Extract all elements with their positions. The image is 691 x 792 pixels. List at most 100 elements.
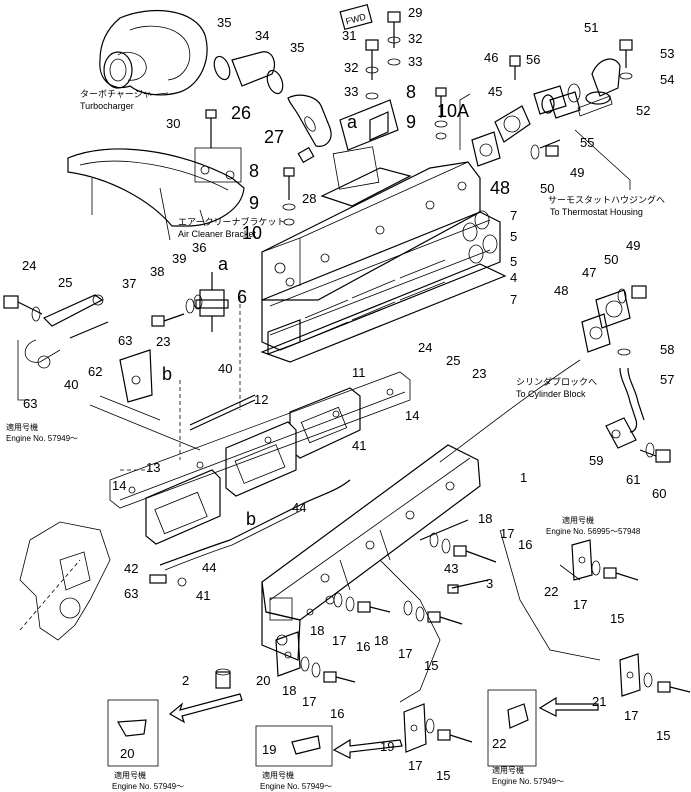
engine-note-2-en: Engine No. 56995～57948 — [546, 527, 641, 536]
marker-a-top: a — [347, 112, 358, 132]
arrows — [168, 693, 599, 759]
lower-left-bolts-illustration — [215, 631, 356, 689]
engine-note-5-en: Engine No. 57949～ — [492, 777, 564, 786]
pipes-illustration — [149, 394, 489, 594]
callout-33: 33 — [408, 54, 422, 69]
mounting-bolts-illustration — [333, 532, 691, 697]
callout-41: 41 — [196, 588, 210, 603]
callout-49: 49 — [570, 165, 584, 180]
callout-33: 33 — [344, 84, 358, 99]
callout-32: 32 — [408, 31, 422, 46]
callout-17: 17 — [302, 694, 316, 709]
engine-note-3-en: Engine No. 57949～ — [112, 782, 184, 791]
callout-55: 55 — [580, 135, 594, 150]
callout-29: 29 — [408, 5, 422, 20]
intake-hose-illustration — [213, 51, 332, 147]
thermostat-caption-jp: サーモスタットハウジングへ — [548, 194, 665, 205]
left-bracket-illustration — [3, 294, 109, 401]
callout-37: 37 — [122, 276, 136, 291]
callout-51: 51 — [584, 20, 598, 35]
callout-61: 61 — [626, 472, 640, 487]
engine-note-4-jp: 適用号機 — [262, 770, 294, 780]
thermostat-caption-en: To Thermostat Housing — [550, 207, 643, 217]
callout-40: 40 — [64, 377, 78, 392]
callout-26: 26 — [231, 103, 251, 123]
cover-bolts-illustration — [205, 87, 448, 226]
callout-numbers: 35 34 35 29 31 32 33 32 33 26 33 30 27 8… — [22, 5, 674, 783]
callout-28: 28 — [302, 191, 316, 206]
callout-9: 9 — [249, 193, 259, 213]
callout-48: 48 — [490, 178, 510, 198]
callout-17: 17 — [624, 708, 638, 723]
callout-57: 57 — [660, 372, 674, 387]
callout-14: 14 — [112, 478, 126, 493]
marker-b-lower: b — [246, 509, 256, 529]
gasket-14-illustration — [109, 371, 411, 509]
callout-35: 35 — [217, 15, 231, 30]
callout-7: 7 — [510, 208, 517, 223]
turbocharger-caption-jp: ターボチャージャ — [80, 89, 151, 99]
o-rings-illustration — [462, 210, 498, 264]
callout-30: 30 — [166, 116, 180, 131]
callout-46: 46 — [484, 50, 498, 65]
callout-24: 24 — [22, 258, 36, 273]
aftercooler-core-illustration — [260, 211, 507, 363]
callout-8: 8 — [249, 161, 259, 181]
marker-b-left: b — [162, 364, 172, 384]
callout-58: 58 — [660, 342, 674, 357]
sensor-illustration — [151, 272, 229, 332]
callout-22: 22 — [492, 736, 506, 751]
callout-5: 5 — [510, 254, 517, 269]
callout-44: 44 — [292, 500, 306, 515]
callout-23: 23 — [472, 366, 486, 381]
bracket-23-left-illustration — [89, 349, 201, 451]
turbocharger-illustration — [99, 9, 208, 96]
callout-18: 18 — [282, 683, 296, 698]
callout-25: 25 — [446, 353, 460, 368]
callout-8: 8 — [406, 82, 416, 102]
callout-17: 17 — [573, 597, 587, 612]
callout-5: 5 — [510, 229, 517, 244]
callout-18: 18 — [374, 633, 388, 648]
callout-15: 15 — [436, 768, 450, 783]
air-cleaner-bracket-illustration — [67, 147, 245, 241]
callout-6: 6 — [237, 287, 247, 307]
fwd-tag: FWD — [339, 3, 373, 31]
air-cleaner-caption-en: Air Cleaner Bracket — [178, 229, 257, 239]
callout-25: 25 — [58, 275, 72, 290]
callout-24: 24 — [418, 340, 432, 355]
callout-20: 20 — [120, 746, 134, 761]
side-covers-illustration — [145, 387, 361, 545]
callout-39: 39 — [172, 251, 186, 266]
callout-48: 48 — [554, 283, 568, 298]
cylinder-caption-en: To Cylinder Block — [516, 389, 586, 399]
callout-16: 16 — [356, 639, 370, 654]
engine-note-3-jp: 適用号機 — [114, 770, 146, 780]
callout-59: 59 — [589, 453, 603, 468]
callout-50: 50 — [604, 252, 618, 267]
engine-block-outline — [19, 521, 111, 641]
callout-32: 32 — [344, 60, 358, 75]
callout-4: 4 — [510, 270, 517, 285]
callout-63: 63 — [118, 333, 132, 348]
callout-21: 21 — [592, 694, 606, 709]
callout-1: 1 — [520, 470, 527, 485]
top-bolts-illustration — [339, 11, 401, 151]
callout-35: 35 — [290, 40, 304, 55]
engine-note-1-en: Engine No. 57949～ — [6, 434, 78, 443]
callout-7: 7 — [510, 292, 517, 307]
callout-40: 40 — [218, 361, 232, 376]
routing-lines — [120, 93, 631, 703]
gasket-48-upper-illustration — [471, 131, 501, 167]
callout-54: 54 — [660, 72, 674, 87]
callout-10: 10 — [242, 223, 262, 243]
callout-17: 17 — [408, 758, 422, 773]
callout-52: 52 — [636, 103, 650, 118]
callout-27: 27 — [264, 127, 284, 147]
callout-13: 13 — [146, 460, 160, 475]
callout-17: 17 — [332, 633, 346, 648]
callout-15: 15 — [424, 658, 438, 673]
callout-9: 9 — [406, 112, 416, 132]
callout-50: 50 — [540, 181, 554, 196]
